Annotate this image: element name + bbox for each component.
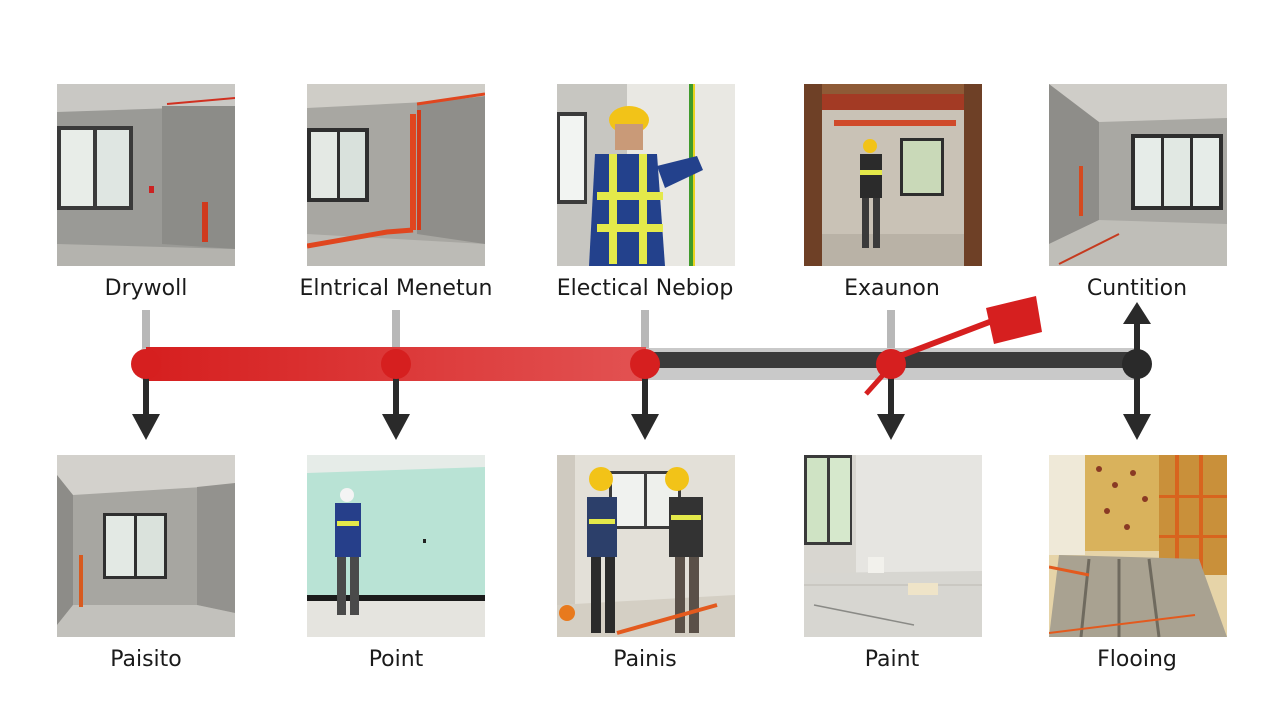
photo-flooring-stage xyxy=(1049,455,1227,637)
photo-exterior-framing-stage xyxy=(804,84,982,266)
timeline-node-1 xyxy=(131,349,161,379)
timeline-node-4 xyxy=(876,349,906,379)
timeline-node-2 xyxy=(381,349,411,379)
stage-label-top-2: Elntrical Menetun xyxy=(299,276,493,301)
photo-electrical-conduit-stage xyxy=(307,84,485,266)
stage-label-top-4: Exaunon xyxy=(844,276,940,301)
stem-top-2 xyxy=(392,310,400,350)
down-arrow-icon xyxy=(631,378,659,440)
timeline-nodes xyxy=(131,349,1152,379)
stage-label-bottom-4: Paint xyxy=(864,647,920,672)
down-arrow-icon xyxy=(132,378,160,440)
stage-label-bottom-5: Flooing xyxy=(1097,647,1177,672)
photo-gray-room-stage xyxy=(57,455,235,637)
down-arrow-icon xyxy=(1123,378,1151,440)
photo-two-workers-stage xyxy=(557,455,735,637)
photo-drywall-stage xyxy=(57,84,235,266)
stage-label-bottom-3: Painis xyxy=(613,647,677,672)
down-arrow-icon xyxy=(382,378,410,440)
timeline-node-3 xyxy=(630,349,660,379)
stem-top-1 xyxy=(142,310,150,350)
stem-top-3 xyxy=(641,310,649,350)
connector-stems xyxy=(142,310,895,350)
photo-completion-stage xyxy=(1049,84,1227,266)
timeline-node-5 xyxy=(1122,349,1152,379)
stage-label-bottom-2: Point xyxy=(368,647,424,672)
hammer-icon xyxy=(864,296,1042,396)
down-arrow-icon xyxy=(877,378,905,440)
photo-electrician-wiring-stage xyxy=(557,84,735,266)
timeline xyxy=(131,296,1152,440)
photo-painted-room-stage xyxy=(804,455,982,637)
stage-label-bottom-1: Paisito xyxy=(110,647,182,672)
down-arrow-icons xyxy=(132,378,1151,440)
stage-label-top-3: Electical Nebiop xyxy=(556,276,734,301)
stage-label-top-1: Drywoll xyxy=(104,276,188,301)
stage-label-top-5: Cuntition xyxy=(1086,276,1188,301)
stem-top-4 xyxy=(887,310,895,350)
up-arrow-icon xyxy=(1123,302,1151,354)
photo-primer-wall-stage xyxy=(307,455,485,637)
